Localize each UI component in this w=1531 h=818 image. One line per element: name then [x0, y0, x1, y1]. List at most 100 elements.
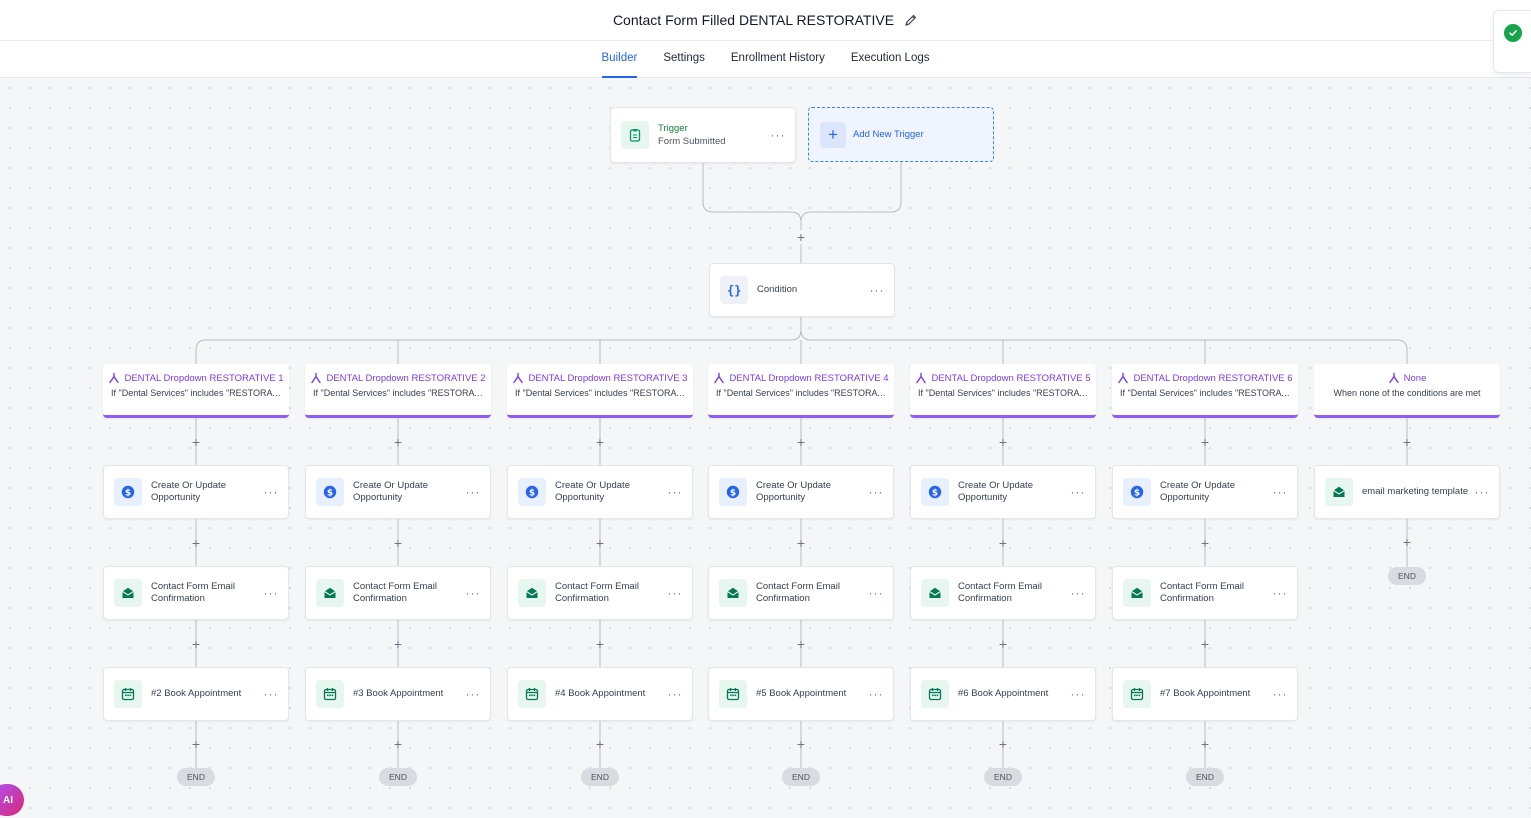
step-menu-button[interactable]: ···: [465, 485, 481, 499]
action-step-node[interactable]: Contact Form Email Confirmation···: [305, 566, 491, 620]
header: Contact Form Filled DENTAL RESTORATIVE B…: [0, 0, 1531, 78]
add-step-button[interactable]: +: [796, 535, 806, 551]
dollar-icon: $: [518, 478, 546, 506]
action-step-node[interactable]: $Create Or Update Opportunity···: [103, 465, 289, 519]
tab-builder[interactable]: Builder: [589, 41, 651, 78]
branch-node[interactable]: DENTAL Dropdown RESTORATIVE 3 If "Dental …: [507, 364, 693, 418]
step-menu-button[interactable]: ···: [263, 485, 279, 499]
add-step-button[interactable]: +: [796, 434, 806, 450]
add-step-button[interactable]: +: [393, 434, 403, 450]
save-status-badge[interactable]: [1493, 10, 1531, 73]
svg-text:$: $: [730, 488, 736, 498]
add-step-button[interactable]: +: [595, 636, 605, 652]
step-label: #4 Book Appointment: [555, 688, 646, 699]
step-menu-button[interactable]: ···: [1070, 586, 1086, 600]
email-icon: [1123, 579, 1151, 607]
action-step-node[interactable]: Contact Form Email Confirmation···: [708, 566, 894, 620]
action-step-node[interactable]: #7 Book Appointment···: [1112, 667, 1298, 721]
add-step-button[interactable]: +: [595, 735, 605, 752]
branch-title-row: DENTAL Dropdown RESTORATIVE 2: [305, 372, 491, 384]
step-menu-button[interactable]: ···: [868, 586, 884, 600]
action-step-node[interactable]: Contact Form Email Confirmation···: [910, 566, 1096, 620]
add-step-button[interactable]: +: [1200, 636, 1210, 652]
pencil-icon[interactable]: [904, 13, 918, 27]
add-step-button[interactable]: +: [998, 535, 1008, 551]
action-step-node[interactable]: $Create Or Update Opportunity···: [708, 465, 894, 519]
action-step-node[interactable]: #6 Book Appointment···: [910, 667, 1096, 721]
action-step-node[interactable]: #4 Book Appointment ···: [507, 667, 693, 721]
trigger-node[interactable]: Trigger Form Submitted ···: [610, 107, 796, 163]
branch-title: DENTAL Dropdown RESTORATIVE 5: [931, 372, 1091, 384]
step-menu-button[interactable]: ···: [1070, 687, 1086, 701]
add-step-button[interactable]: +: [796, 636, 806, 652]
add-step-button[interactable]: +: [998, 735, 1008, 752]
step-menu-button[interactable]: ···: [465, 687, 481, 701]
condition-menu-button[interactable]: ···: [869, 283, 885, 297]
add-step-button[interactable]: +: [998, 636, 1008, 652]
step-menu-button[interactable]: ···: [667, 586, 683, 600]
tab-execution-logs[interactable]: Execution Logs: [850, 52, 930, 64]
svg-text:$: $: [1134, 488, 1140, 498]
tab-settings[interactable]: Settings: [663, 52, 705, 64]
add-step-button[interactable]: +: [595, 434, 605, 450]
add-step-button[interactable]: +: [1200, 735, 1210, 752]
email-icon: [316, 579, 344, 607]
action-step-node[interactable]: Contact Form Email Confirmation···: [103, 566, 289, 620]
svg-text:$: $: [125, 488, 131, 498]
step-menu-button[interactable]: ···: [263, 586, 279, 600]
add-step-button[interactable]: +: [595, 535, 605, 551]
trigger-menu-button[interactable]: ···: [770, 128, 786, 142]
action-step-node[interactable]: #3 Book Appointment···: [305, 667, 491, 721]
trigger-text: Trigger Form Submitted: [658, 123, 768, 148]
add-step-button[interactable]: +: [796, 229, 806, 245]
action-step-node[interactable]: Contact Form Email Confirmation···: [1112, 566, 1298, 620]
tab-enrollment-history[interactable]: Enrollment History: [730, 52, 825, 64]
add-step-button[interactable]: +: [191, 735, 201, 752]
step-menu-button[interactable]: ···: [465, 586, 481, 600]
action-step-node[interactable]: $Create Or Update Opportunity···: [305, 465, 491, 519]
add-step-button[interactable]: +: [191, 636, 201, 652]
branch-description: If "Dental Services" includes "RESTORATI…: [515, 388, 693, 398]
add-new-trigger-button[interactable]: + Add New Trigger: [808, 107, 994, 162]
dollar-icon: $: [921, 478, 949, 506]
add-step-button[interactable]: +: [1402, 533, 1412, 550]
step-menu-button[interactable]: ···: [868, 485, 884, 499]
email-icon: [921, 579, 949, 607]
add-step-button[interactable]: +: [393, 535, 403, 551]
add-step-button[interactable]: +: [191, 535, 201, 551]
step-menu-button[interactable]: ···: [263, 687, 279, 701]
action-step-node[interactable]: $Create Or Update Opportunity···: [910, 465, 1096, 519]
add-step-button[interactable]: +: [191, 434, 201, 450]
step-menu-button[interactable]: ···: [1272, 586, 1288, 600]
action-step-node[interactable]: $Create Or Update Opportunity···: [1112, 465, 1298, 519]
step-menu-button[interactable]: ···: [667, 485, 683, 499]
step-menu-button[interactable]: ···: [1272, 485, 1288, 499]
action-step-node[interactable]: Contact Form Email Confirmation···: [507, 566, 693, 620]
condition-node[interactable]: {} Condition ···: [709, 263, 895, 317]
end-marker: END: [177, 768, 215, 786]
add-step-button[interactable]: +: [1200, 434, 1210, 450]
plus-icon: +: [820, 121, 846, 148]
action-step-node[interactable]: #5 Book Appointment···: [708, 667, 894, 721]
branch-title: DENTAL Dropdown RESTORATIVE 3: [528, 372, 688, 384]
action-step-node[interactable]: $Create Or Update Opportunity···: [507, 465, 693, 519]
add-step-button[interactable]: +: [796, 735, 806, 752]
add-step-button[interactable]: +: [393, 735, 403, 752]
add-step-button[interactable]: +: [998, 434, 1008, 450]
add-step-button[interactable]: +: [1402, 434, 1412, 450]
add-step-button[interactable]: +: [393, 636, 403, 652]
action-step-node[interactable]: email marketing template···: [1314, 465, 1500, 519]
step-menu-button[interactable]: ···: [868, 687, 884, 701]
action-step-node[interactable]: #2 Book Appointment···: [103, 667, 289, 721]
step-menu-button[interactable]: ···: [1070, 485, 1086, 499]
step-menu-button[interactable]: ···: [667, 687, 683, 701]
step-menu-button[interactable]: ···: [1474, 485, 1490, 499]
step-menu-button[interactable]: ···: [1272, 687, 1288, 701]
add-step-button[interactable]: +: [1200, 535, 1210, 551]
